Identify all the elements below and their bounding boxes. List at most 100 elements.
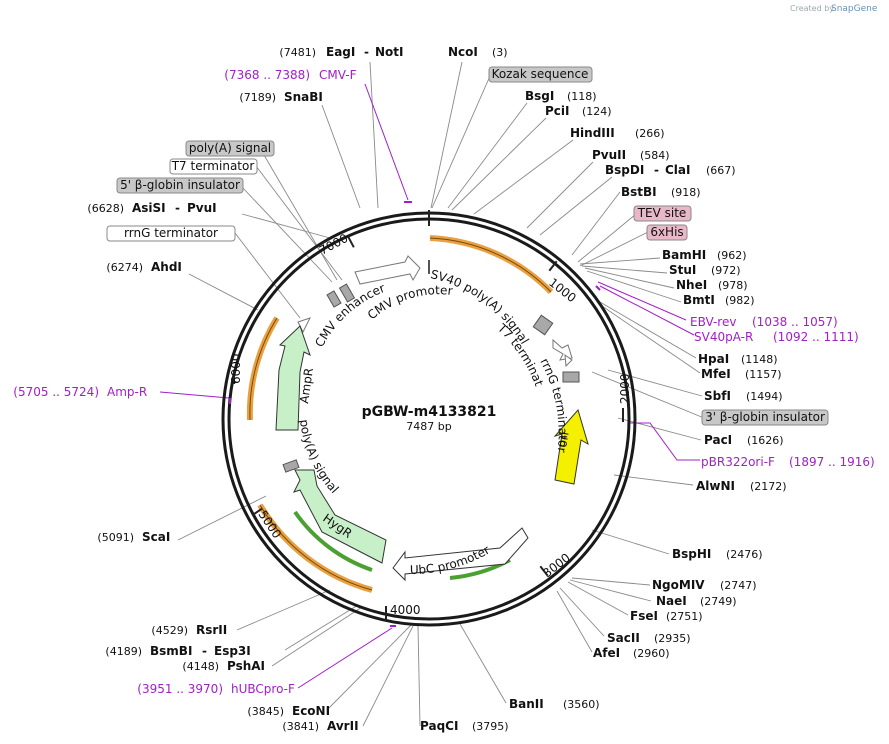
primer-range: (3951 .. 3970) <box>137 682 223 696</box>
tick-label-6000: 6000 <box>229 353 243 384</box>
enzyme-pos: (7481) <box>279 46 316 59</box>
polya-box-upper <box>326 290 342 308</box>
enzyme-name: PciI <box>545 104 570 118</box>
enzyme-pos: (7189) <box>239 91 276 104</box>
enzyme-name: PvuII <box>592 148 626 162</box>
enzyme-pos: (1148) <box>741 353 778 366</box>
enzyme-name: FseI <box>630 609 658 623</box>
enzyme-pos: (584) <box>640 149 670 162</box>
enzyme-pos: (2935) <box>654 632 691 645</box>
enzyme-name: EcoNI <box>292 704 330 718</box>
plasmid-length: 7487 bp <box>406 420 451 433</box>
enzyme-pos: (4189) <box>105 645 142 658</box>
enzyme-pos: (2960) <box>633 647 670 660</box>
primer-name: EBV-rev <box>690 315 736 329</box>
enzyme-name: NaeI <box>656 594 687 608</box>
insulator-box-upper <box>338 283 356 303</box>
credit-prefix: Created by <box>790 4 834 13</box>
enzyme-pos: (3795) <box>472 720 509 733</box>
enzyme-pos: (667) <box>706 164 736 177</box>
primer-range: (1038 .. 1057) <box>752 315 838 329</box>
enzyme-sep: - <box>364 45 369 59</box>
enzyme-name: HindIII <box>570 126 615 140</box>
enzyme-name: BsgI <box>525 89 554 103</box>
primer-range: (5705 .. 5724) <box>13 385 99 399</box>
feature-boxes: Kozak sequence poly(A) signal T7 termina… <box>106 66 829 426</box>
rrng-feature-text: rrnG terminator <box>124 226 218 240</box>
enzyme-sep: - <box>175 201 180 215</box>
credit-brand: SnapGene <box>831 4 878 14</box>
enzyme-pos: (6274) <box>106 261 143 274</box>
primer-name: hUBCpro-F <box>231 682 295 696</box>
enzyme-pos: (118) <box>567 90 597 103</box>
inner-features <box>275 210 589 582</box>
ampr-arrow <box>275 325 311 431</box>
tick-label-4000: 4000 <box>390 603 421 617</box>
enzyme-name: AhdI <box>151 260 182 274</box>
t7-box <box>169 158 258 175</box>
rrng-arrow <box>564 353 573 368</box>
tick-label-3000: 3000 <box>540 551 573 581</box>
enzyme-pos: (1626) <box>747 434 784 447</box>
enzyme-name: SnaBI <box>284 90 323 104</box>
primer-range: (1897 .. 1916) <box>789 455 875 469</box>
enzyme-name: PacI <box>704 433 732 447</box>
enzyme-pos: (1494) <box>746 390 783 403</box>
enzyme-name: SacII <box>607 631 640 645</box>
enzyme-name: RsrII <box>196 623 227 637</box>
enzyme-name: MfeI <box>701 367 731 381</box>
enzyme-name: NcoI <box>448 45 478 59</box>
enzyme-name: EagI <box>326 45 355 59</box>
enzyme-pos: (982) <box>725 294 755 307</box>
enzyme-sep: - <box>654 163 659 177</box>
t7-arrow <box>552 338 573 361</box>
enzyme-pos: (5091) <box>97 531 134 544</box>
enzyme-name: BanII <box>509 697 544 711</box>
tev-text: TEV site <box>637 206 687 220</box>
enzyme-name2: ClaI <box>665 163 690 177</box>
enzyme-pos: (2749) <box>700 595 737 608</box>
primer-name: pBR322ori-F <box>701 455 775 469</box>
enzyme-leader-lines <box>177 61 705 727</box>
enzyme-sep: - <box>202 644 207 658</box>
enzyme-name: StuI <box>669 263 696 277</box>
enzyme-name: ScaI <box>142 530 170 544</box>
rrng-box <box>562 371 580 383</box>
enzyme-pos: (918) <box>671 186 701 199</box>
his-text: 6xHis <box>650 225 683 239</box>
kozak-tick <box>428 260 430 274</box>
label-ampr: AmpR <box>297 367 316 404</box>
polya-box <box>185 140 275 157</box>
sv40-box <box>532 314 554 336</box>
enzyme-name: AsiSI <box>132 201 166 215</box>
primer-name: CMV-F <box>319 68 357 82</box>
enzyme-pos: (1157) <box>745 368 782 381</box>
enzyme-name: BmtI <box>683 293 715 307</box>
kozak-box <box>488 66 593 83</box>
enzyme-name: NgoMIV <box>652 578 705 592</box>
enzyme-name2: PvuI <box>187 201 217 215</box>
enzyme-name: HpaI <box>698 352 729 366</box>
primer-range: (7368 .. 7388) <box>224 68 310 82</box>
enzyme-pos: (266) <box>635 127 665 140</box>
enzyme-pos: (978) <box>718 279 748 292</box>
primer-leader-lines <box>159 83 700 689</box>
enzyme-pos: (124) <box>582 105 612 118</box>
inner-feature-labels: CMV enhancer CMV promoter SV40 poly(A) s… <box>0 0 572 577</box>
enzyme-name: SbfI <box>704 389 731 403</box>
label-ori: ori <box>555 431 571 449</box>
enzyme-name: BspDI <box>605 163 644 177</box>
enzyme-pos: (3845) <box>247 705 284 718</box>
polya-box-lower <box>282 459 300 473</box>
enzyme-name: BspHI <box>672 547 711 561</box>
enzyme-pos: (2751) <box>666 610 703 623</box>
enzyme-pos: (2747) <box>720 579 757 592</box>
ubc-arrow <box>392 527 529 582</box>
orange-tracks <box>246 235 554 593</box>
primer-marks <box>229 201 601 627</box>
enzyme-pos: (4529) <box>151 624 188 637</box>
enzyme-labels: (7481) EagI - NotI NcoI (3) (7189) SnaBI… <box>87 45 786 733</box>
primer-name: SV40pA-R <box>694 330 753 344</box>
enzyme-name: NheI <box>676 278 707 292</box>
